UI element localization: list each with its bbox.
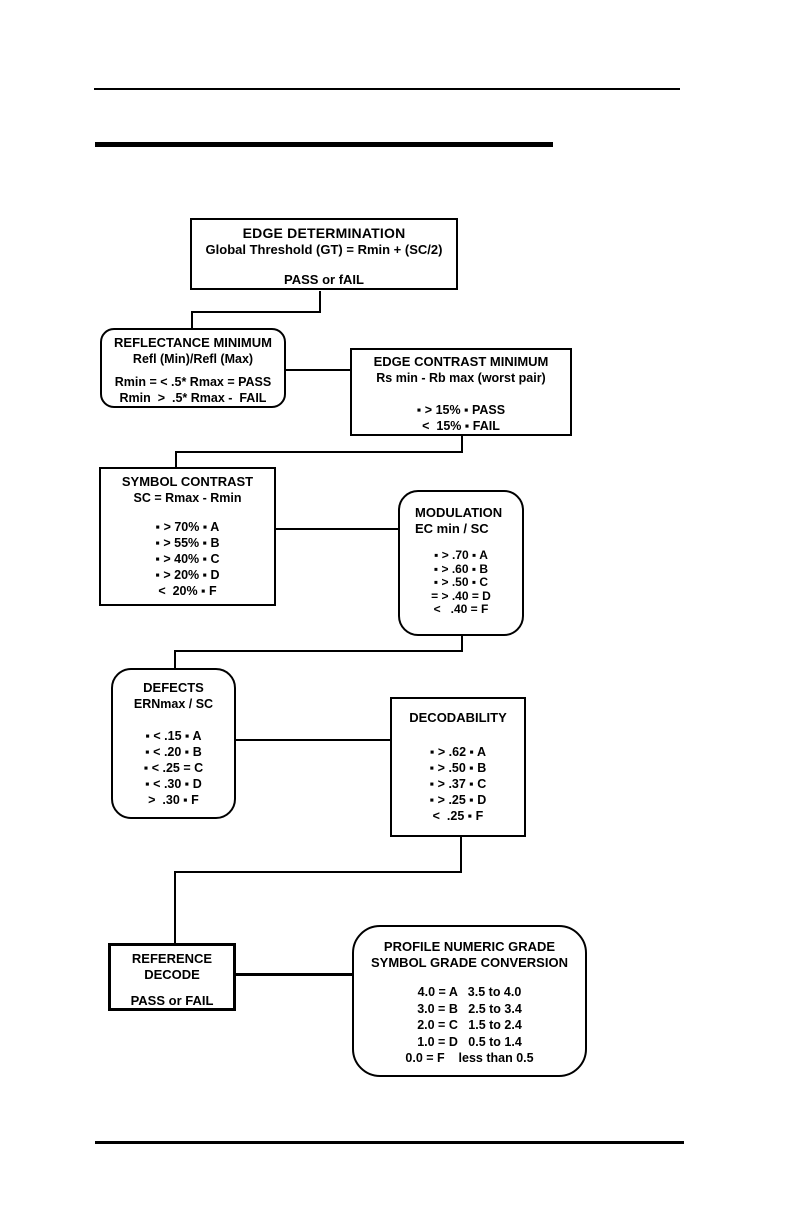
connector-line (174, 871, 176, 945)
grade-row: Rmin > .5* Rmax - FAIL (119, 391, 267, 405)
decodability-box: DECODABILITY ▪ > .62 ▪ A ▪ > .50 ▪ B ▪ >… (390, 697, 526, 837)
box-rows: ▪ > .70 ▪ A ▪ > .60 ▪ B ▪ > .50 ▪ C = > … (400, 548, 522, 617)
grade-row: ▪ > 55% ▪ B (155, 536, 220, 550)
grade-row: ▪ > .50 ▪ C (433, 575, 489, 589)
modulation-box: MODULATION EC min / SC ▪ > .70 ▪ A ▪ > .… (398, 490, 524, 636)
edge-determination-box: EDGE DETERMINATION Global Threshold (GT)… (190, 218, 458, 290)
edge-contrast-minimum-box: EDGE CONTRAST MINIMUM Rs min - Rb max (w… (350, 348, 572, 436)
symbol-contrast-box: SYMBOL CONTRAST SC = Rmax - Rmin ▪ > 70%… (99, 467, 276, 606)
box-rows: ▪ > 15% ▪ PASS < 15% ▪ FAIL (352, 402, 570, 434)
defects-box: DEFECTS ERNmax / SC ▪ < .15 ▪ A ▪ < .20 … (111, 668, 236, 819)
connector-line (319, 291, 321, 313)
connector-line (175, 451, 177, 469)
box-title-line2: DECODE (144, 967, 200, 982)
header-rule (94, 88, 680, 90)
grade-row: ▪ > .70 ▪ A (434, 548, 488, 562)
box-title: DECODABILITY (409, 710, 507, 725)
box-title: SYMBOL CONTRAST (121, 474, 254, 489)
connector-line (275, 528, 399, 530)
grade-row: 4.0 = A 3.5 to 4.0 (417, 985, 522, 999)
grade-row: ▪ > .50 ▪ B (429, 761, 487, 775)
title-rule (95, 142, 553, 147)
grade-row: ▪ > 40% ▪ C (155, 552, 220, 566)
grade-row: > .30 ▪ F (148, 793, 199, 807)
reflectance-minimum-box: REFLECTANCE MINIMUM Refl (Min)/Refl (Max… (100, 328, 286, 408)
connector-line (235, 739, 391, 741)
connector-line (460, 836, 462, 873)
connector-line (285, 369, 351, 371)
box-formula: Global Threshold (GT) = Rmin + (SC/2) (205, 242, 443, 257)
connector-line (461, 435, 463, 453)
grade-row: ▪ > .37 ▪ C (429, 777, 487, 791)
grade-row: < .40 = F (433, 602, 489, 616)
grade-row: < 20% ▪ F (158, 584, 217, 598)
box-title: EDGE DETERMINATION (242, 225, 406, 241)
box-title-line2: SYMBOL GRADE CONVERSION (371, 955, 568, 970)
connector-line (174, 650, 176, 670)
connector-line (174, 650, 463, 652)
box-rows: ▪ > 70% ▪ A ▪ > 55% ▪ B ▪ > 40% ▪ C ▪ > … (101, 519, 274, 599)
footer-rule (95, 1141, 684, 1144)
grade-row: ▪ > 20% ▪ D (155, 568, 220, 582)
box-subtitle: Refl (Min)/Refl (Max) (132, 352, 254, 366)
box-result: PASS or FAIL (130, 993, 214, 1008)
grade-row: ▪ > 15% ▪ PASS (416, 403, 506, 417)
grade-row: ▪ > 70% ▪ A (155, 520, 220, 534)
grade-row: ▪ > .62 ▪ A (430, 745, 486, 759)
box-subtitle: Rs min - Rb max (worst pair) (376, 371, 546, 385)
grade-row: = > .40 = D (431, 588, 491, 603)
connector-line (235, 973, 353, 976)
box-rows: 4.0 = A 3.5 to 4.0 3.0 = B 2.5 to 3.4 2.… (354, 984, 585, 1067)
grade-row: 0.0 = F less than 0.5 (405, 1051, 534, 1065)
connector-line (174, 871, 462, 873)
box-rows: ▪ > .62 ▪ A ▪ > .50 ▪ B ▪ > .37 ▪ C ▪ > … (392, 744, 524, 824)
grade-row: ▪ < .25 = C (143, 761, 204, 775)
box-subtitle: EC min / SC (415, 521, 489, 536)
box-rows: ▪ < .15 ▪ A ▪ < .20 ▪ B ▪ < .25 = C ▪ < … (113, 728, 234, 808)
grade-row: ▪ > .60 ▪ B (433, 561, 489, 576)
connector-line (191, 311, 193, 330)
grade-row: < .25 ▪ F (432, 809, 484, 823)
box-rows: Rmin = < .5* Rmax = PASS Rmin > .5* Rmax… (102, 374, 284, 406)
box-title: REFLECTANCE MINIMUM (114, 335, 272, 350)
grade-row: 3.0 = B 2.5 to 3.4 (417, 1001, 522, 1016)
box-title: DEFECTS (143, 680, 204, 695)
box-title: PROFILE NUMERIC GRADE (383, 939, 556, 954)
box-result: PASS or fAIL (284, 272, 364, 287)
box-subtitle: ERNmax / SC (133, 697, 214, 711)
grade-row: ▪ < .15 ▪ A (145, 729, 202, 743)
connector-line (175, 451, 463, 453)
grade-row: ▪ > .25 ▪ D (429, 793, 487, 807)
grade-row: Rmin = < .5* Rmax = PASS (114, 375, 272, 389)
grade-row: ▪ < .20 ▪ B (145, 745, 202, 759)
grade-conversion-box: PROFILE NUMERIC GRADE SYMBOL GRADE CONVE… (352, 925, 587, 1077)
connector-line (461, 634, 463, 652)
grade-row: 2.0 = C 1.5 to 2.4 (417, 1018, 522, 1032)
box-subtitle: SC = Rmax - Rmin (133, 491, 242, 505)
grade-row: < 15% ▪ FAIL (422, 419, 500, 433)
grade-row: 1.0 = D 0.5 to 1.4 (417, 1034, 522, 1049)
reference-decode-box: REFERENCE DECODE PASS or FAIL (108, 943, 236, 1011)
grade-row: ▪ < .30 ▪ D (145, 777, 202, 791)
box-title: MODULATION (415, 505, 503, 520)
box-title: REFERENCE (131, 951, 213, 966)
box-title: EDGE CONTRAST MINIMUM (373, 354, 549, 369)
connector-line (191, 311, 321, 313)
